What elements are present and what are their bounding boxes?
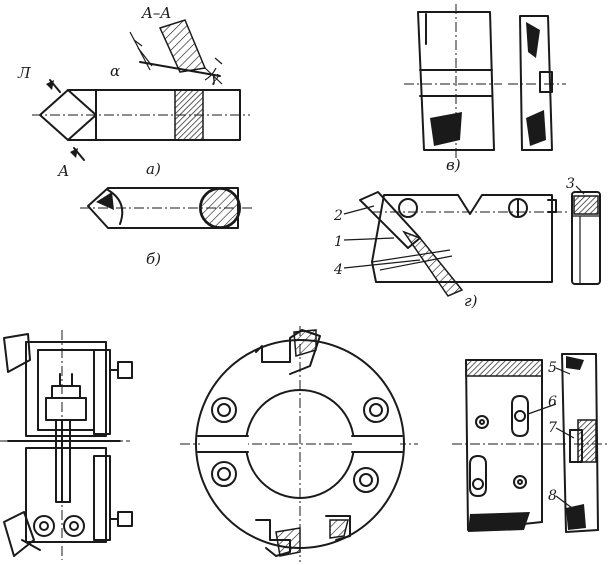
figure-clamp-holder xyxy=(0,330,133,560)
callout-5: 5 xyxy=(548,360,557,376)
section-title: A–A xyxy=(140,4,171,22)
tool-body xyxy=(39,89,241,141)
figure-insert-holder: 5 6 7 8 xyxy=(452,353,610,533)
view-v-label: в) xyxy=(446,156,461,174)
view-b-label: б) xyxy=(146,250,161,268)
angle-gamma: γ xyxy=(210,68,219,86)
callout-7: 7 xyxy=(548,420,557,436)
figure-a-tool: A–A α γ Л А а) xyxy=(17,4,250,180)
callout-4: 4 xyxy=(333,262,343,278)
figure-b-round-tool: б) xyxy=(80,187,252,268)
callout-8: 8 xyxy=(548,488,557,504)
angle-alpha: α xyxy=(110,62,120,80)
section-aa-wedge xyxy=(129,19,223,85)
view-g-label: г) xyxy=(464,292,478,310)
callout-2: 2 xyxy=(333,208,343,224)
section-mark-bottom: А xyxy=(57,162,69,180)
figure-g-holder: 2 1 4 3 г) xyxy=(333,176,601,310)
figure-round-cutter xyxy=(180,326,418,562)
view-a-label: а) xyxy=(146,160,161,178)
section-mark-top: Л xyxy=(17,64,31,82)
callout-6: 6 xyxy=(548,394,557,410)
callout-1: 1 xyxy=(334,234,343,250)
figure-v-bar-tools: в) xyxy=(404,4,566,174)
callout-3: 3 xyxy=(566,176,575,192)
